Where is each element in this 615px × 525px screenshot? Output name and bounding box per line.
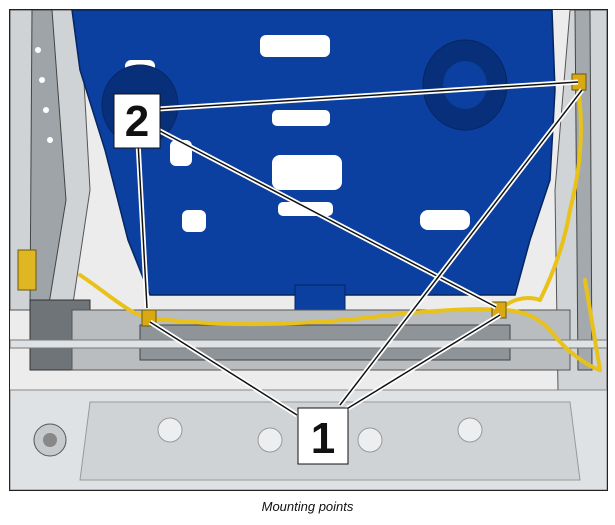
lumbar-bracket	[294, 284, 346, 314]
seat-cross-member	[10, 309, 607, 371]
left-seat-frame	[10, 10, 91, 371]
figure-frame: 2 1	[9, 9, 608, 491]
callout-1-label: 1	[311, 414, 335, 463]
callout-2: 2	[113, 93, 161, 149]
left-connector	[17, 249, 37, 291]
seat-illustration: 2 1	[10, 10, 607, 490]
callout-1: 1	[297, 407, 349, 465]
callout-2-label: 2	[125, 97, 149, 146]
callout-1-leaders	[148, 88, 584, 418]
figure-caption: Mounting points	[261, 499, 354, 514]
